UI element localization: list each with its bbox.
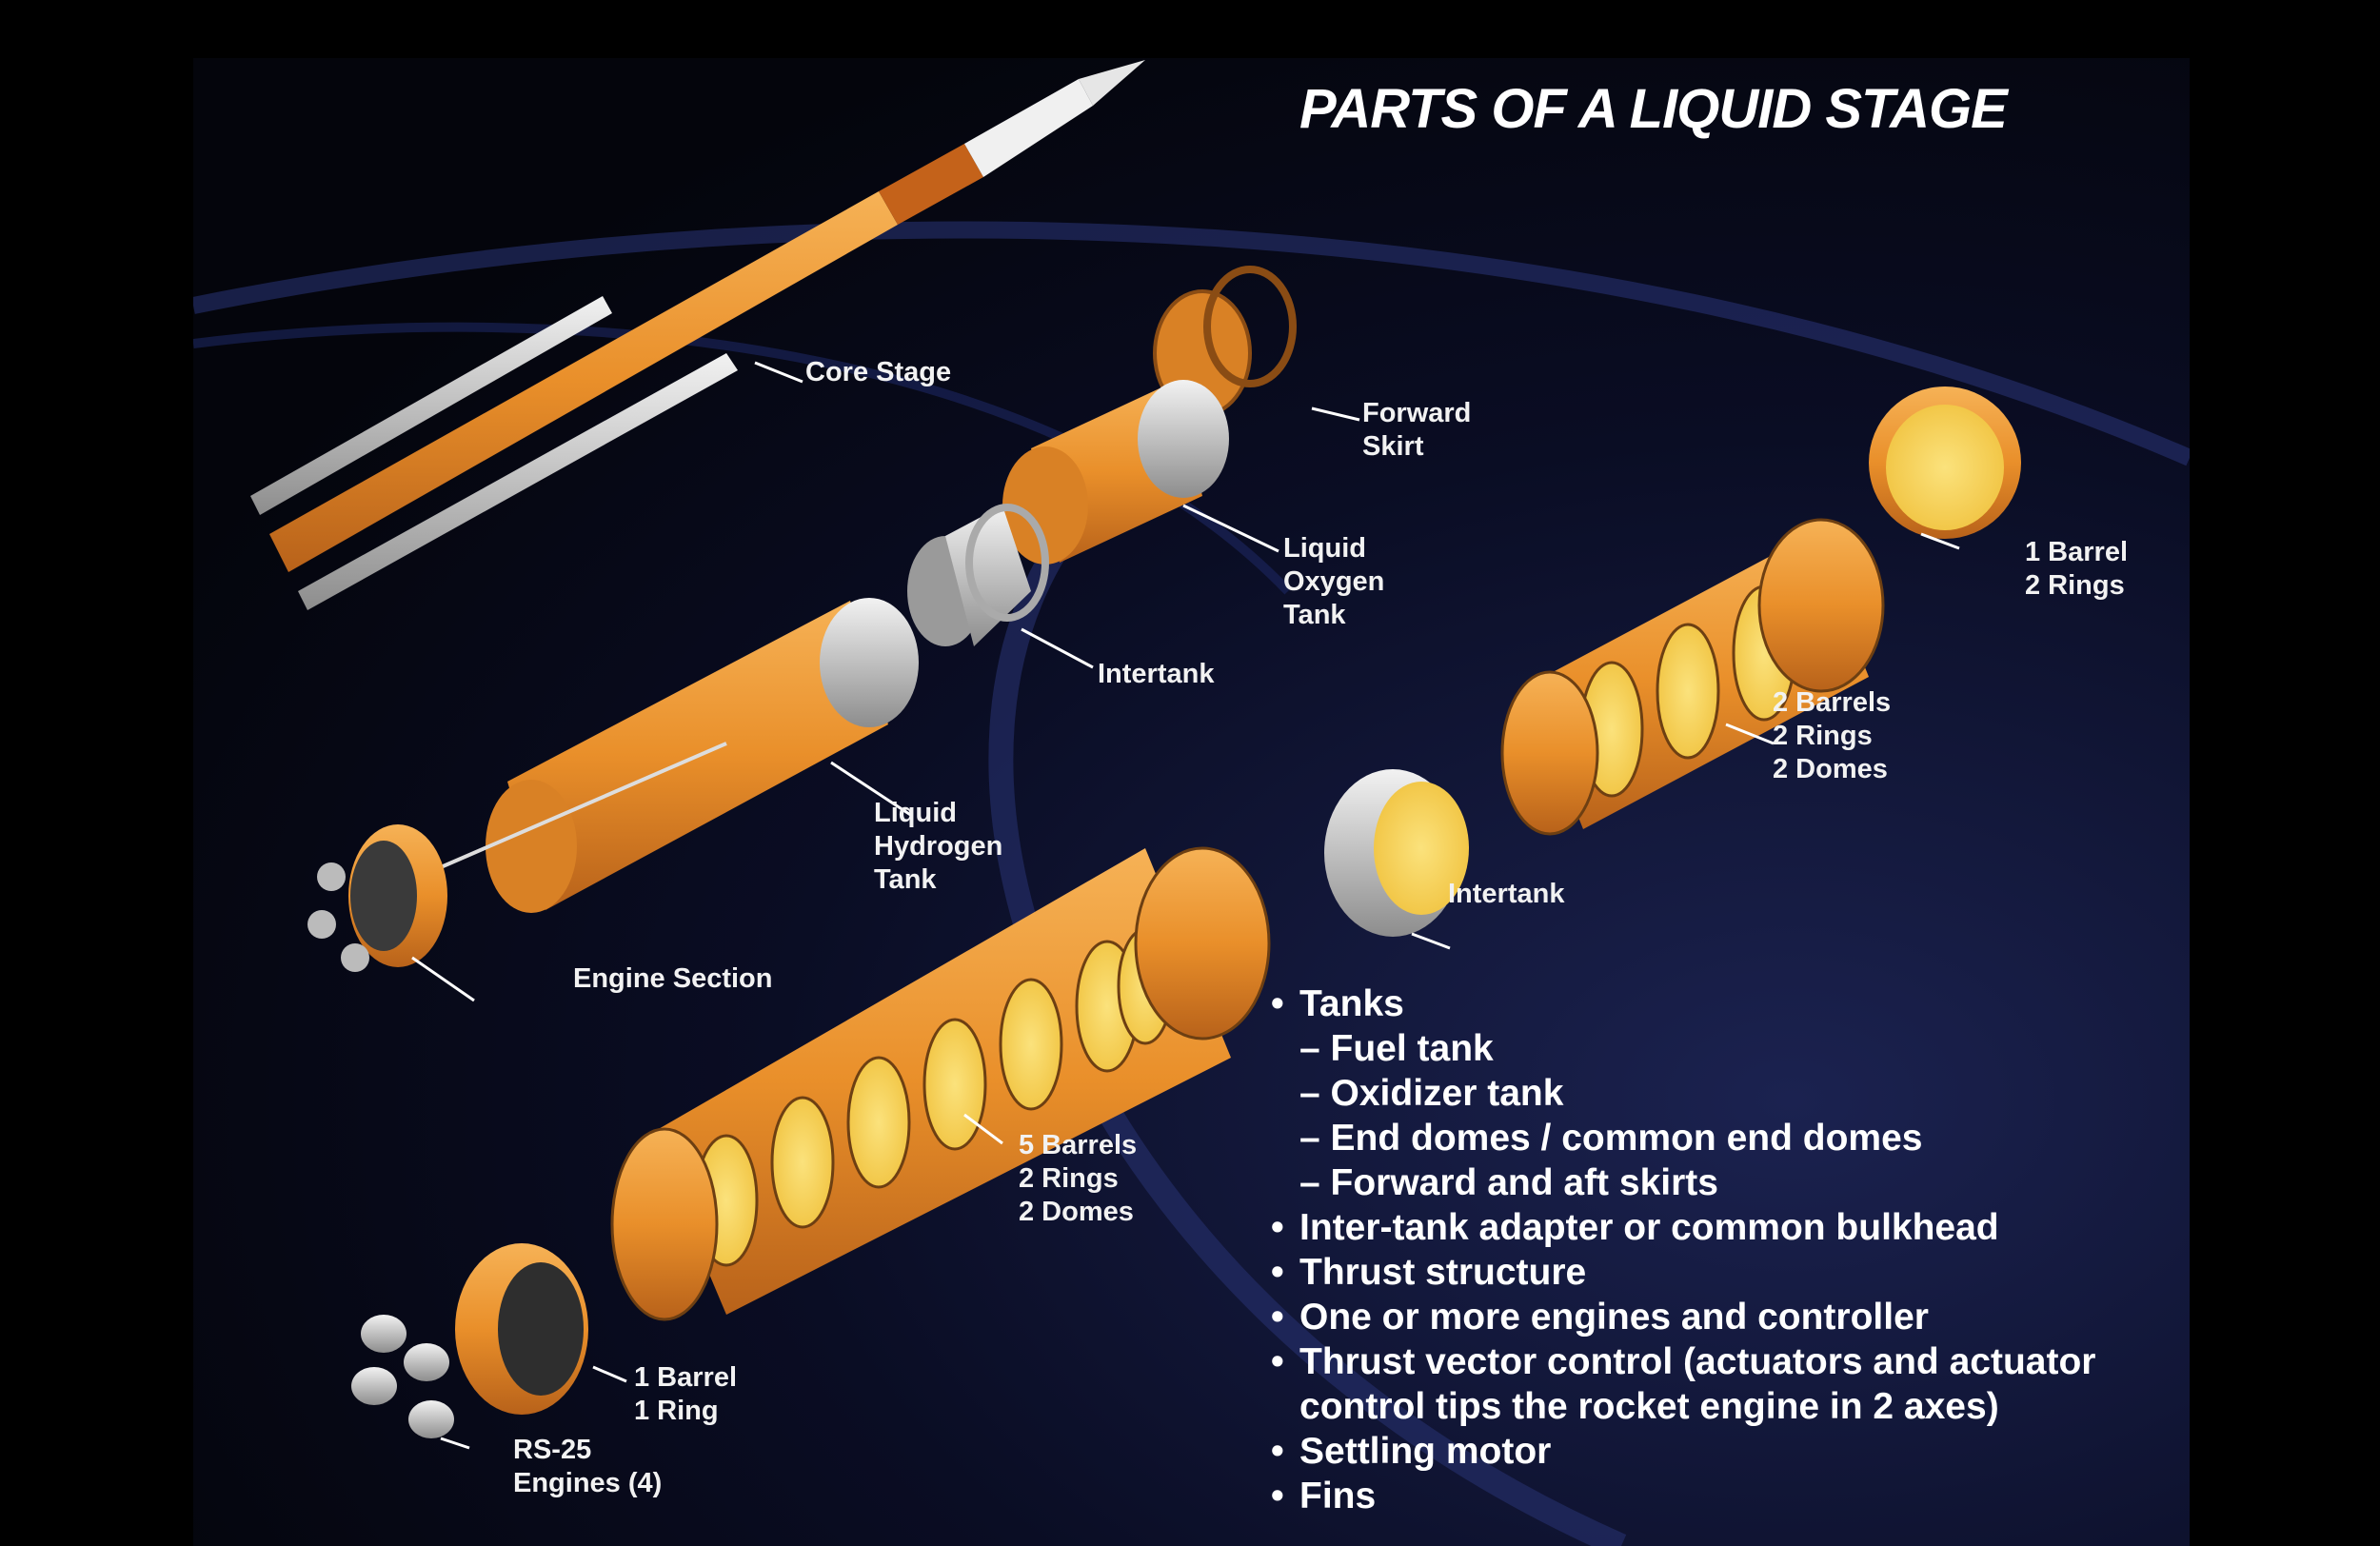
- bullet-item: Thrust vector control (actuators and act…: [1271, 1339, 2185, 1429]
- five-barrel-tank-part: [612, 848, 1269, 1319]
- label-five-barrels: 5 Barrels 2 Rings 2 Domes: [1019, 1129, 1137, 1229]
- lox-tank-part: [1002, 380, 1229, 565]
- label-engine-section: Engine Section: [573, 962, 772, 996]
- right-forward-barrel-part: [1869, 386, 2021, 539]
- bullet-item: Tanks: [1271, 981, 2185, 1026]
- label-rs25-engines: RS-25 Engines (4): [513, 1434, 662, 1500]
- sub-bullet-item: – Fuel tank: [1271, 1026, 2185, 1071]
- two-barrel-tank-part: [1502, 520, 1883, 834]
- right-intertank-part: [1324, 769, 1469, 937]
- slide-title: PARTS OF A LIQUID STAGE: [1299, 77, 2007, 141]
- label-lh2-tank: Liquid Hydrogen Tank: [874, 797, 1002, 897]
- label-lox-tank: Liquid Oxygen Tank: [1283, 532, 1384, 632]
- label-two-barrels: 2 Barrels 2 Rings 2 Domes: [1773, 686, 1891, 786]
- aft-barrel-ring-part: [455, 1243, 588, 1415]
- bullet-item: Thrust structure: [1271, 1250, 2185, 1295]
- bullet-item: Fins: [1271, 1474, 2185, 1518]
- label-intertank-left: Intertank: [1098, 658, 1214, 691]
- bullet-item: One or more engines and controller: [1271, 1295, 2185, 1339]
- sub-bullet-item: – Oxidizer tank: [1271, 1071, 2185, 1116]
- sub-bullet-item: – Forward and aft skirts: [1271, 1160, 2185, 1205]
- label-one-barrel-one-ring: 1 Barrel 1 Ring: [634, 1361, 737, 1428]
- label-forward-skirt: Forward Skirt: [1362, 397, 1471, 464]
- parts-bullet-list: Tanks – Fuel tank – Oxidizer tank – End …: [1271, 981, 2185, 1518]
- label-one-barrel-two-rings: 1 Barrel 2 Rings: [2025, 536, 2128, 603]
- bullet-item: Inter-tank adapter or common bulkhead: [1271, 1205, 2185, 1250]
- rs25-engines-part: [351, 1315, 454, 1438]
- bullet-item: Settling motor: [1271, 1429, 2185, 1474]
- label-core-stage: Core Stage: [805, 356, 951, 389]
- lh2-tank-part: [441, 598, 919, 913]
- label-intertank-right: Intertank: [1448, 878, 1564, 911]
- engine-section-part: [307, 824, 447, 972]
- sub-bullet-item: – End domes / common end domes: [1271, 1116, 2185, 1160]
- slide: PARTS OF A LIQUID STAGE Core Stage Forwa…: [193, 58, 2190, 1546]
